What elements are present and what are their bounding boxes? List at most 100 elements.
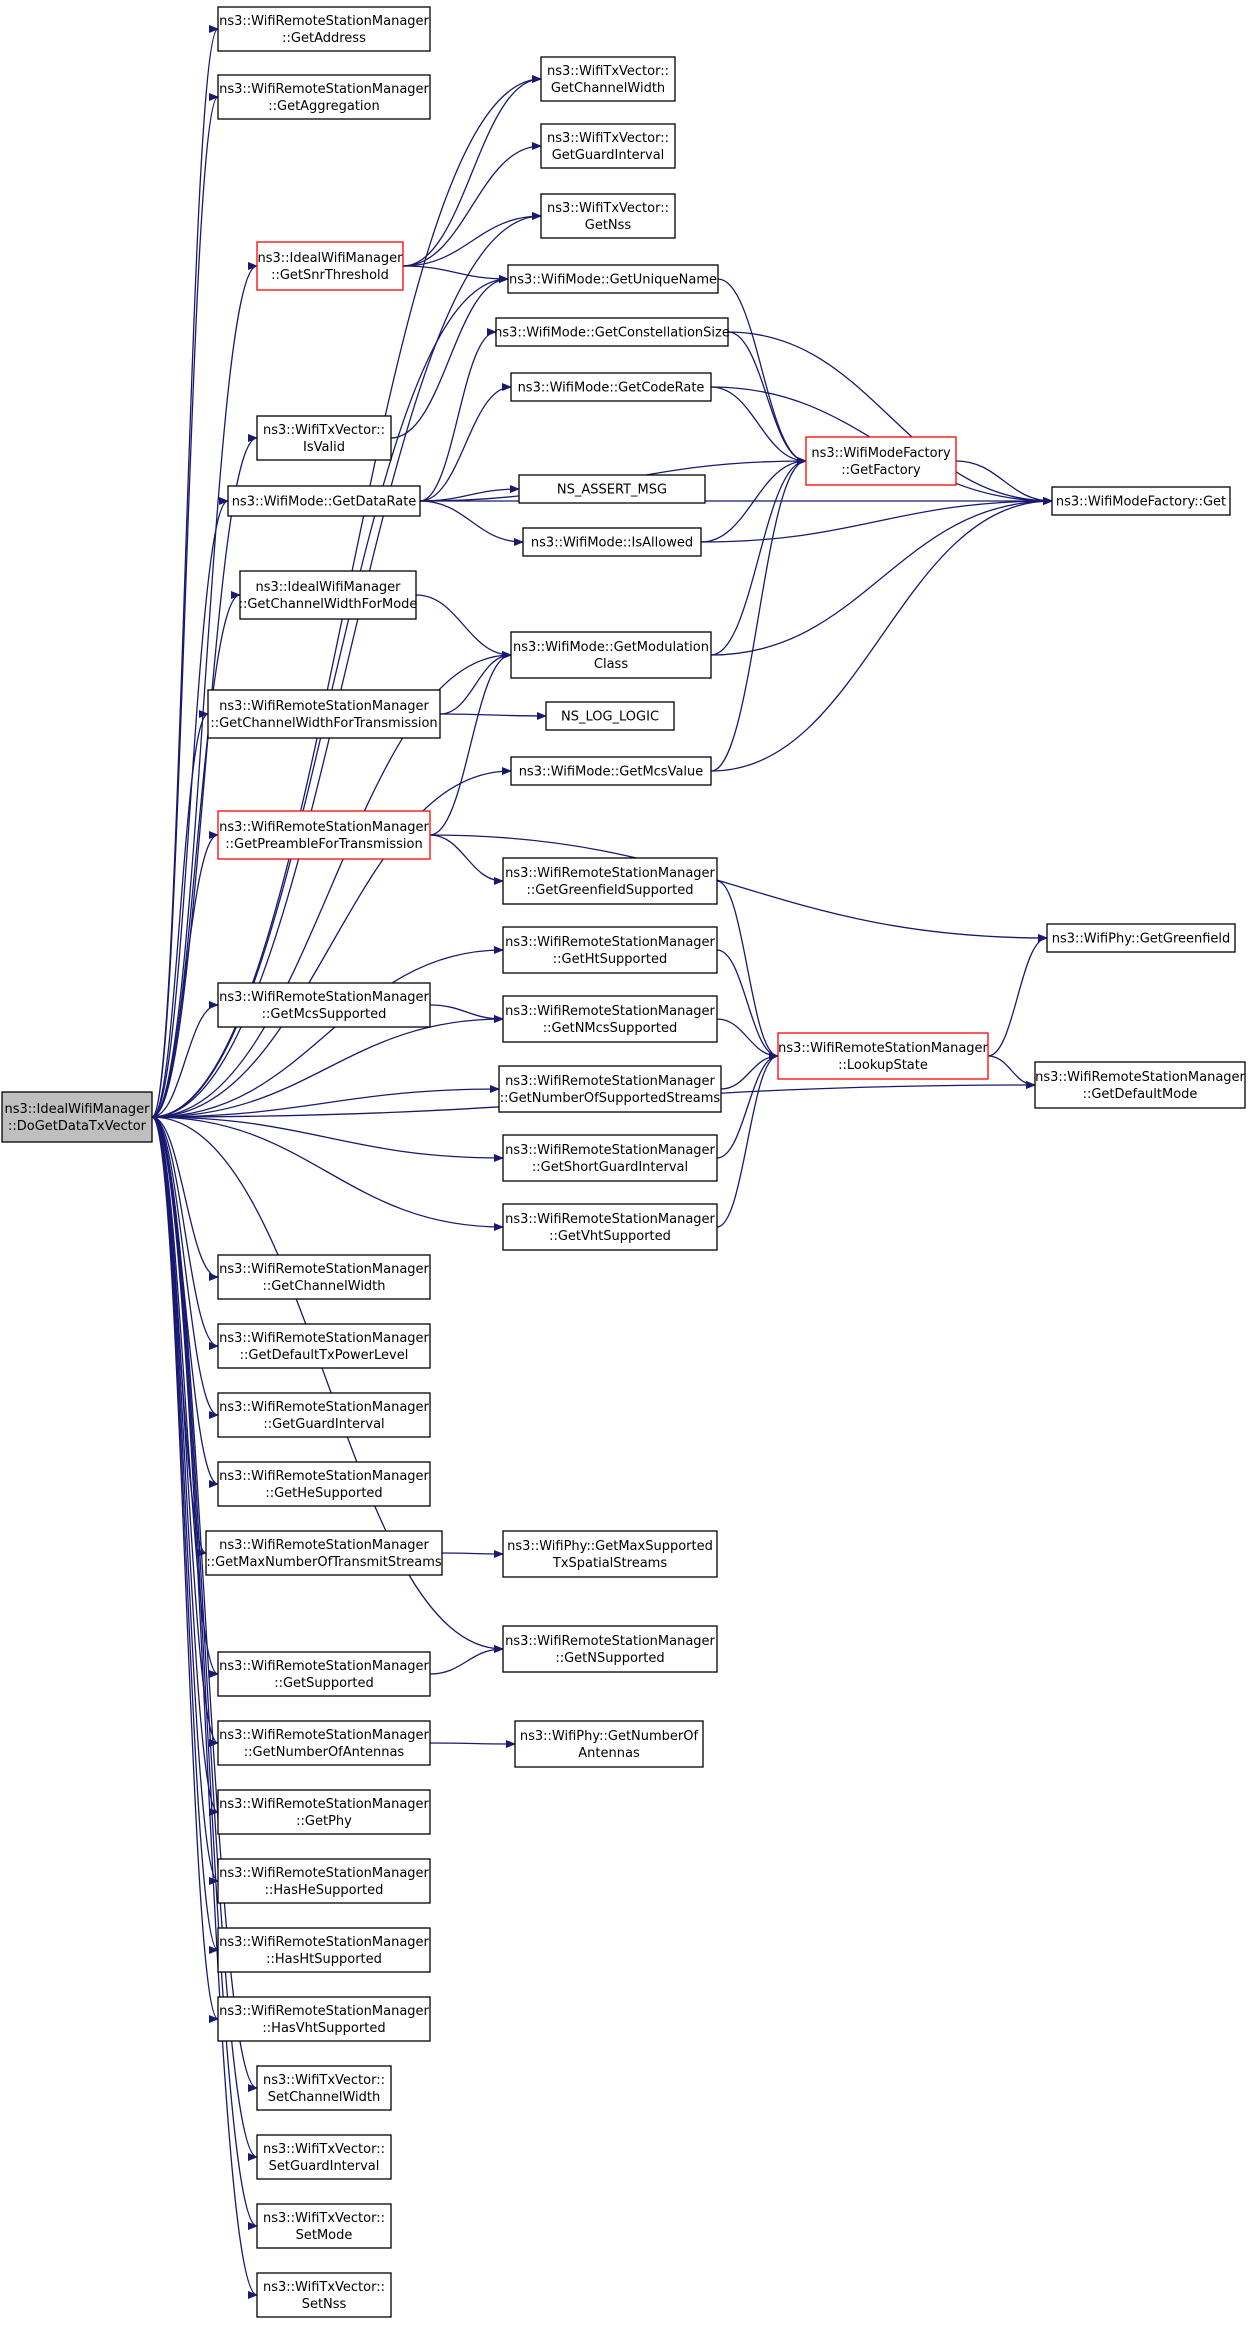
node-tx-get-nss[interactable]: ns3::WifiTxVector::GetNss <box>540 193 676 239</box>
node-box <box>239 570 417 620</box>
node-get-channel-width[interactable]: ns3::WifiRemoteStationManager::GetChanne… <box>217 1254 431 1300</box>
node-label-line: GetNss <box>585 218 632 233</box>
node-label-line: Class <box>594 657 628 672</box>
node-label-line: ns3::WifiRemoteStationManager <box>219 1400 429 1415</box>
node-set-guard-interval[interactable]: ns3::WifiTxVector::SetGuardInterval <box>256 2134 392 2180</box>
node-label-line: ns3::WifiRemoteStationManager <box>505 1074 715 1089</box>
edge-root-to-get-short-guard-interval <box>151 1116 504 1162</box>
node-label-line: ns3::WifiRemoteStationManager <box>219 1469 429 1484</box>
node-box <box>217 1858 431 1904</box>
node-label-line: ns3::WifiMode::GetUniqueName <box>509 273 717 288</box>
node-label-line: ns3::WifiTxVector:: <box>547 201 669 216</box>
node-label-line: ns3::WifiTxVector:: <box>263 423 385 438</box>
edge-is-valid-to-get-unique-name <box>390 275 509 439</box>
node-get-greenfield[interactable]: ns3::WifiPhy::GetGreenfield <box>1046 923 1236 953</box>
node-box <box>217 1996 431 2042</box>
node-get-data-rate[interactable]: ns3::WifiMode::GetDataRate <box>227 485 421 517</box>
node-get-greenfield-supported[interactable]: ns3::WifiRemoteStationManager::GetGreenf… <box>502 857 718 905</box>
node-get-short-guard-interval[interactable]: ns3::WifiRemoteStationManager::GetShortG… <box>502 1134 718 1182</box>
node-get-default-tx-power-level[interactable]: ns3::WifiRemoteStationManager::GetDefaul… <box>217 1323 431 1369</box>
edge-get-constellation-size-to-factory-get <box>727 331 1053 505</box>
node-get-vht-supported[interactable]: ns3::WifiRemoteStationManager::GetVhtSup… <box>502 1203 718 1251</box>
edge-get-nmcs-supported-to-lookup-state <box>716 1018 779 1060</box>
node-has-ht-supported[interactable]: ns3::WifiRemoteStationManager::HasHtSupp… <box>217 1927 431 1973</box>
node-label-line: NS_ASSERT_MSG <box>557 483 667 498</box>
node-set-mode[interactable]: ns3::WifiTxVector::SetMode <box>256 2203 392 2249</box>
node-box <box>510 631 712 679</box>
node-label-line: ns3::WifiTxVector:: <box>263 2073 385 2088</box>
node-label-line: SetMode <box>296 2228 353 2243</box>
node-box <box>217 1789 431 1835</box>
node-get-constellation-size[interactable]: ns3::WifiMode::GetConstellationSize <box>494 317 730 347</box>
node-factory-get[interactable]: ns3::WifiModeFactory::Get <box>1051 486 1231 516</box>
node-label-line: ns3::WifiMode::GetModulation <box>513 640 709 655</box>
node-get-code-rate[interactable]: ns3::WifiMode::GetCodeRate <box>510 372 712 402</box>
node-get-he-supported[interactable]: ns3::WifiRemoteStationManager::GetHeSupp… <box>217 1461 431 1507</box>
edge-get-channel-width-for-transmission-to-get-modulation-class <box>439 651 512 715</box>
node-box <box>495 317 729 347</box>
node-ns-log-logic[interactable]: NS_LOG_LOGIC <box>545 701 675 731</box>
node-get-nsupported[interactable]: ns3::WifiRemoteStationManager::GetNSuppo… <box>502 1625 718 1673</box>
node-get-address[interactable]: ns3::WifiRemoteStationManager::GetAddres… <box>217 6 431 52</box>
node-label-line: ns3::WifiRemoteStationManager <box>219 1866 429 1881</box>
node-get-mcs-value[interactable]: ns3::WifiMode::GetMcsValue <box>510 756 712 786</box>
node-box <box>227 485 421 517</box>
edge-get-preamble-for-transmission-to-get-greenfield <box>429 834 1048 942</box>
edge-get-constellation-size-to-get-factory <box>727 331 807 465</box>
node-get-default-mode[interactable]: ns3::WifiRemoteStationManager::GetDefaul… <box>1034 1061 1246 1109</box>
node-label-line: GetGuardInterval <box>552 148 665 163</box>
node-lookup-state[interactable]: ns3::WifiRemoteStationManager::LookupSta… <box>777 1032 989 1080</box>
node-is-valid[interactable]: ns3::WifiTxVector::IsValid <box>256 415 392 461</box>
node-label-line: ns3::WifiTxVector:: <box>263 2280 385 2295</box>
node-get-guard-interval[interactable]: ns3::WifiRemoteStationManager::GetGuardI… <box>217 1392 431 1438</box>
node-ns-assert-msg[interactable]: NS_ASSERT_MSG <box>518 474 706 504</box>
node-tx-get-channel-width[interactable]: ns3::WifiTxVector::GetChannelWidth <box>540 56 676 102</box>
node-label-line: ::DoGetDataTxVector <box>8 1119 147 1134</box>
node-box <box>217 1254 431 1300</box>
node-get-channel-width-for-mode[interactable]: ns3::IdealWifiManager::GetChannelWidthFo… <box>239 570 418 620</box>
node-get-channel-width-for-transmission[interactable]: ns3::WifiRemoteStationManager::GetChanne… <box>207 689 441 739</box>
node-get-unique-name[interactable]: ns3::WifiMode::GetUniqueName <box>507 264 719 294</box>
edge-get-modulation-class-to-get-factory <box>710 457 807 656</box>
node-box <box>256 241 404 291</box>
node-label-line: ns3::WifiRemoteStationManager <box>219 1659 429 1674</box>
node-box <box>502 926 718 974</box>
node-has-vht-supported[interactable]: ns3::WifiRemoteStationManager::HasVhtSup… <box>217 1996 431 2042</box>
node-box <box>217 1651 431 1697</box>
node-get-supported[interactable]: ns3::WifiRemoteStationManager::GetSuppor… <box>217 1651 431 1697</box>
node-label-line: TxSpatialStreams <box>552 1556 667 1571</box>
node-get-number-of-supported-streams[interactable]: ns3::WifiRemoteStationManager::GetNumber… <box>498 1065 722 1113</box>
edge-get-mcs-value-to-get-factory <box>710 457 807 772</box>
node-get-factory[interactable]: ns3::WifiModeFactory::GetFactory <box>805 436 957 486</box>
node-get-aggregation[interactable]: ns3::WifiRemoteStationManager::GetAggreg… <box>217 74 431 120</box>
node-get-nmcs-supported[interactable]: ns3::WifiRemoteStationManager::GetNMcsSu… <box>502 995 718 1043</box>
node-get-phy[interactable]: ns3::WifiRemoteStationManager::GetPhy <box>217 1789 431 1835</box>
node-label-line: ::GetNMcsSupported <box>543 1021 677 1036</box>
node-box <box>217 1720 431 1766</box>
edge-get-snr-threshold-to-get-unique-name <box>402 265 509 283</box>
node-label-line: ns3::WifiRemoteStationManager <box>219 2004 429 2019</box>
node-get-ht-supported[interactable]: ns3::WifiRemoteStationManager::GetHtSupp… <box>502 926 718 974</box>
edge-lookup-state-to-get-greenfield <box>987 934 1048 1057</box>
node-phy-get-number-of-antennas[interactable]: ns3::WifiPhy::GetNumberOfAntennas <box>514 1720 704 1768</box>
node-set-nss[interactable]: ns3::WifiTxVector::SetNss <box>256 2272 392 2318</box>
node-label-line: ns3::WifiModeFactory <box>811 446 951 461</box>
node-has-he-supported[interactable]: ns3::WifiRemoteStationManager::HasHeSupp… <box>217 1858 431 1904</box>
node-get-snr-threshold[interactable]: ns3::IdealWifiManager::GetSnrThreshold <box>256 241 404 291</box>
node-label-line: ns3::WifiRemoteStationManager <box>219 990 429 1005</box>
node-label-line: ::GetFactory <box>841 463 921 478</box>
node-get-preamble-for-transmission[interactable]: ns3::WifiRemoteStationManager::GetPreamb… <box>217 810 431 860</box>
node-box <box>217 1323 431 1369</box>
node-tx-get-guard-interval[interactable]: ns3::WifiTxVector::GetGuardInterval <box>540 123 676 169</box>
node-is-allowed[interactable]: ns3::WifiMode::IsAllowed <box>522 527 702 557</box>
node-label-line: ns3::WifiTxVector:: <box>547 131 669 146</box>
node-get-number-of-antennas[interactable]: ns3::WifiRemoteStationManager::GetNumber… <box>217 1720 431 1766</box>
node-get-max-supported-tx-spatial-streams[interactable]: ns3::WifiPhy::GetMaxSupportedTxSpatialSt… <box>502 1530 718 1578</box>
node-get-max-number-of-transmit-streams[interactable]: ns3::WifiRemoteStationManager::GetMaxNum… <box>205 1530 443 1576</box>
edge-get-channel-width-for-transmission-to-ns-log-logic <box>439 711 547 720</box>
node-set-channel-width[interactable]: ns3::WifiTxVector::SetChannelWidth <box>256 2065 392 2111</box>
edge-root-to-tx-get-nss <box>151 212 542 1118</box>
node-get-mcs-supported[interactable]: ns3::WifiRemoteStationManager::GetMcsSup… <box>217 982 431 1028</box>
edge-get-channel-width-for-mode-to-get-modulation-class <box>415 594 512 659</box>
